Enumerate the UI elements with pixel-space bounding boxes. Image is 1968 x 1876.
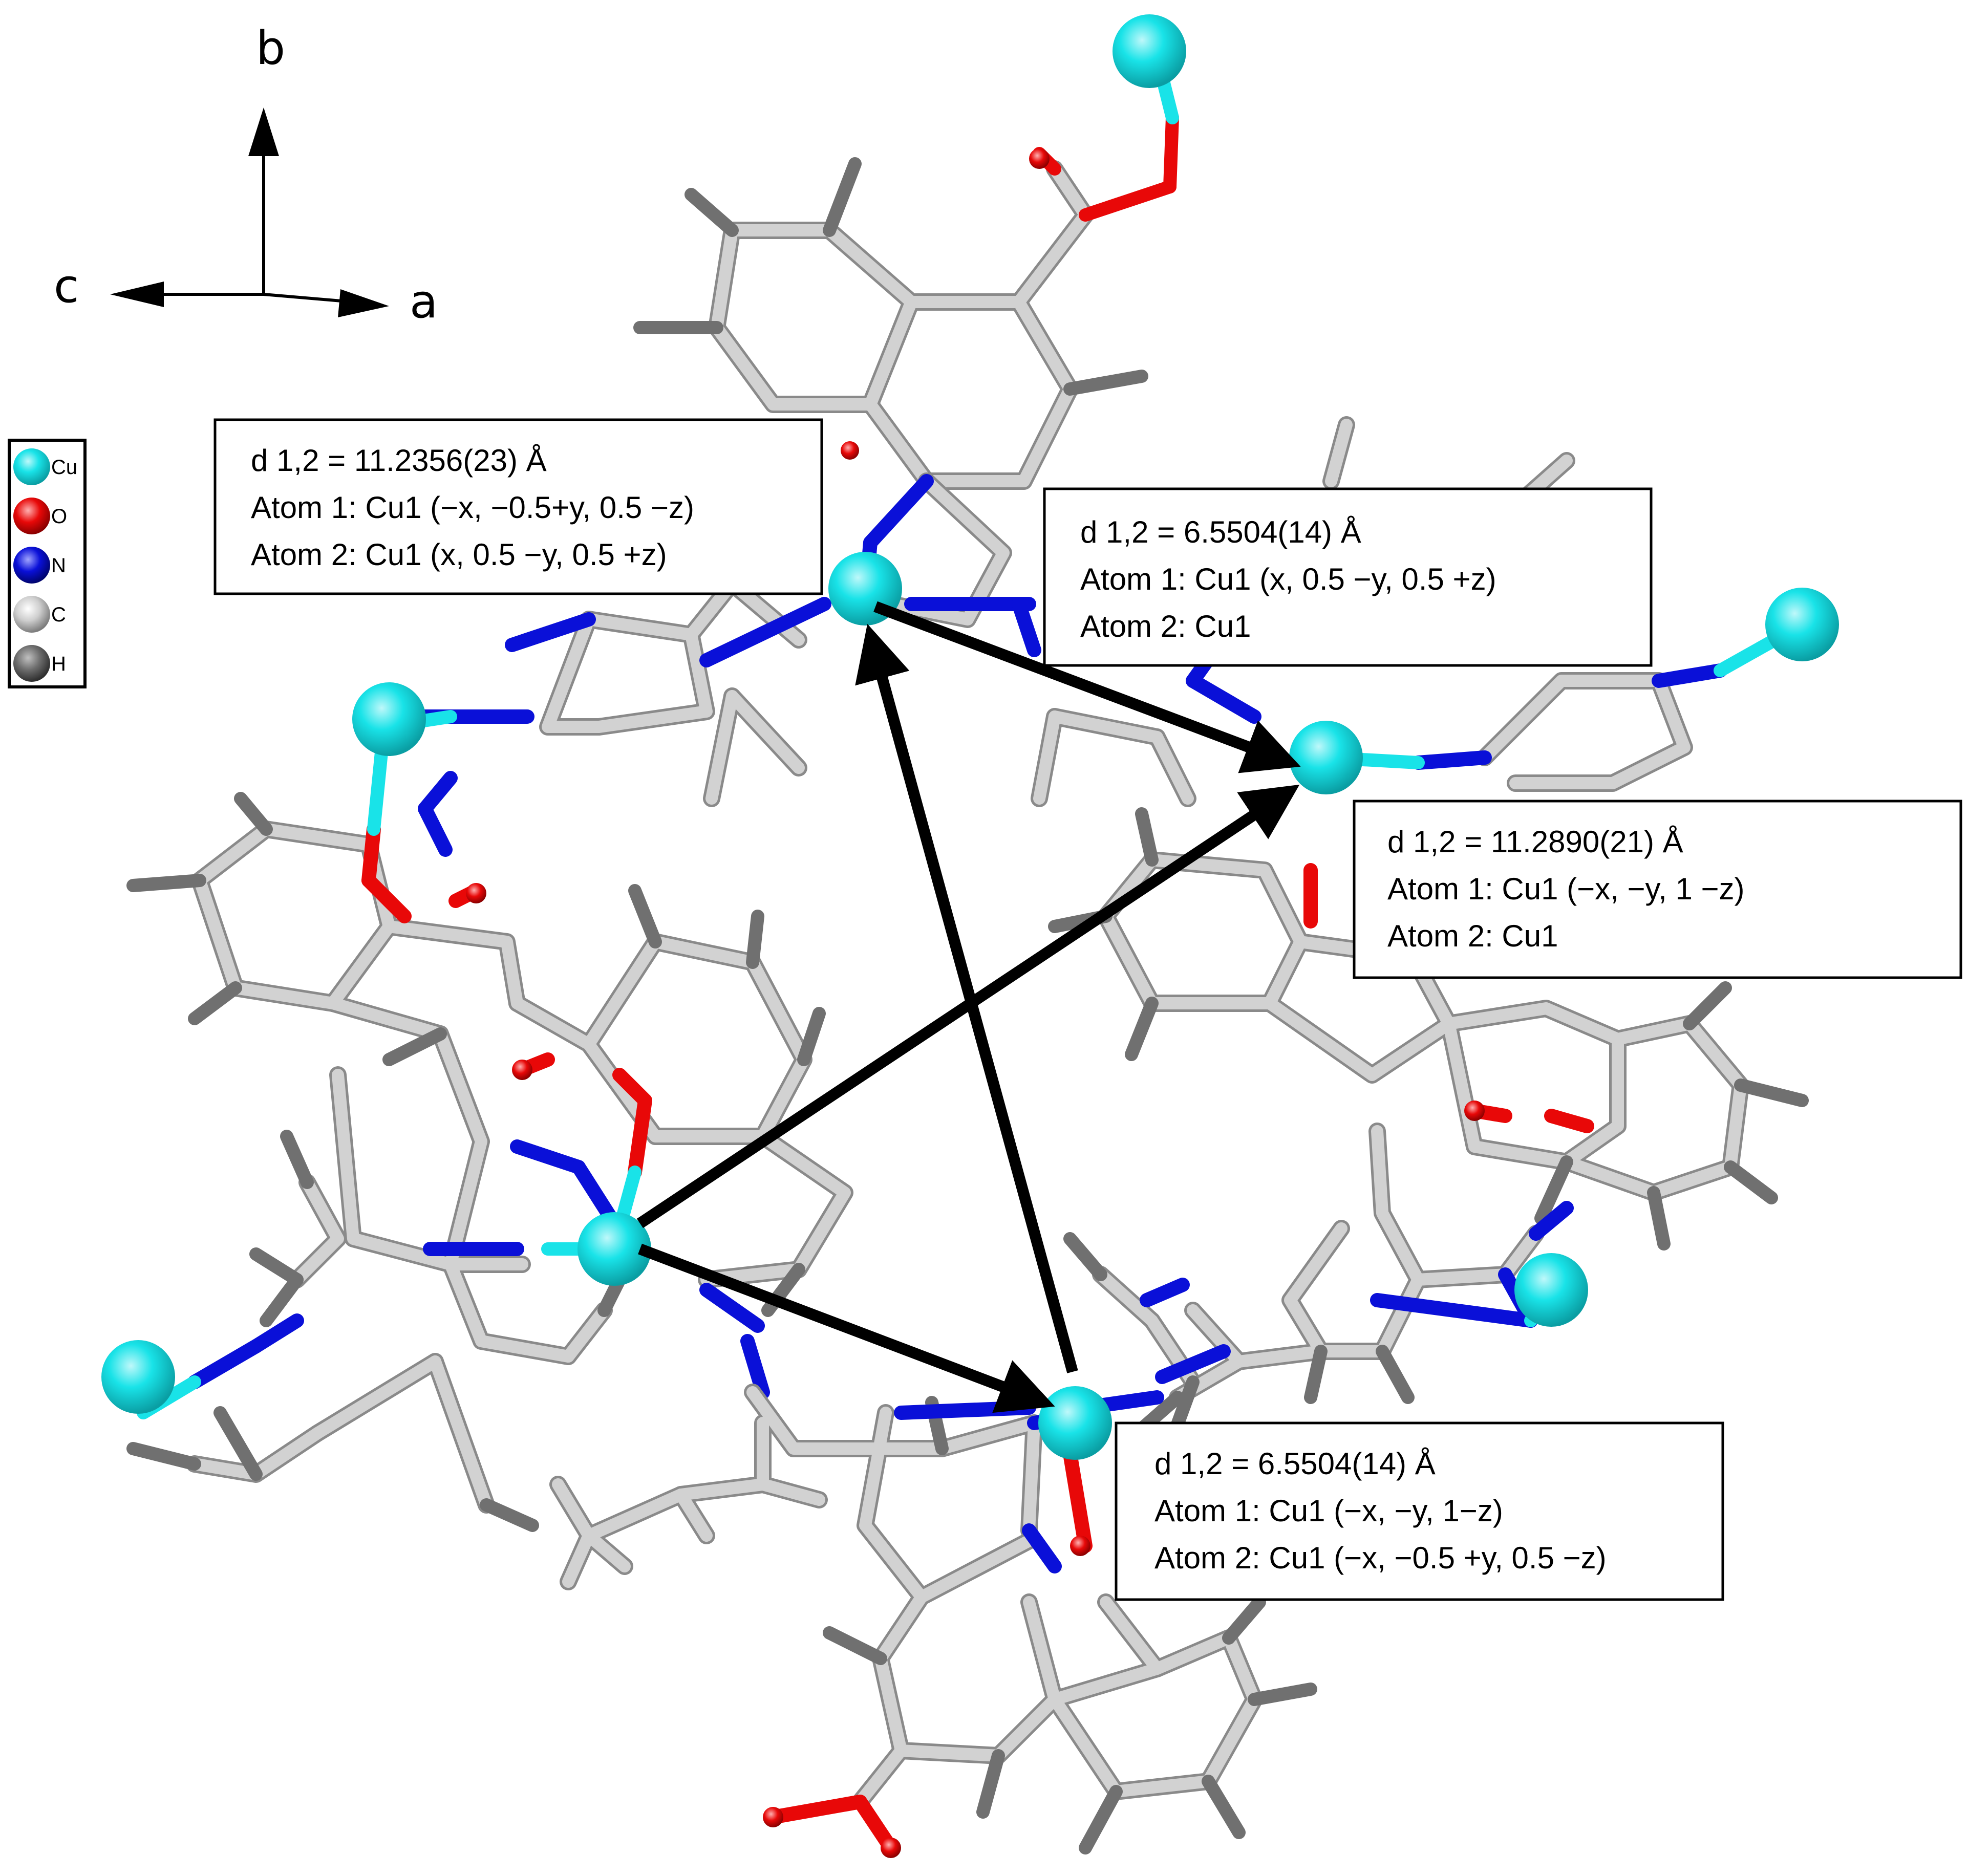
legend-label-h: H <box>51 653 66 675</box>
cu-atom <box>1765 588 1839 661</box>
o-atom <box>881 1838 901 1858</box>
legend-swatch-h <box>13 645 50 682</box>
o-atom <box>1070 1536 1090 1556</box>
b-axis-arrowhead <box>248 107 279 156</box>
legend-label-c: C <box>51 603 66 626</box>
measurement-4-atom2: Atom 2: Cu1 (−x, −0.5 +y, 0.5 −z) <box>1154 1541 1607 1575</box>
legend-swatch-o <box>13 498 50 534</box>
c-axis-arrowhead <box>110 282 164 307</box>
cu-atom <box>1514 1253 1588 1327</box>
axes-indicator: b c a <box>54 21 438 329</box>
measurement-1-atom2: Atom 2: Cu1 (x, 0.5 −y, 0.5 +z) <box>251 537 667 572</box>
distance-arrows <box>636 601 1301 1413</box>
measurement-3-atom2: Atom 2: Cu1 <box>1387 919 1558 953</box>
molecular-framework <box>126 50 1809 1855</box>
axis-label-b: b <box>256 21 285 75</box>
measurement-3-atom1: Atom 1: Cu1 (−x, −y, 1 −z) <box>1387 872 1745 906</box>
legend-swatch-c <box>13 596 50 633</box>
cu-atom <box>101 1340 175 1414</box>
legend-label-n: N <box>51 554 66 577</box>
o-atom <box>1029 148 1050 169</box>
measurement-3-distance: d 1,2 = 11.2890(21) Å <box>1387 825 1683 859</box>
measurement-1-atom1: Atom 1: Cu1 (−x, −0.5+y, 0.5 −z) <box>251 490 694 525</box>
cu-atom <box>1113 14 1186 88</box>
o-atom <box>1464 1101 1485 1121</box>
axis-label-a: a <box>410 275 438 329</box>
cu-atom <box>1038 1386 1112 1460</box>
o-atom <box>466 883 486 903</box>
o-atom <box>512 1060 532 1080</box>
measurement-2-atom1: Atom 1: Cu1 (x, 0.5 −y, 0.5 +z) <box>1080 562 1496 596</box>
arrow-top-to-right <box>873 601 1301 773</box>
left-ring-system <box>126 710 853 1532</box>
arrow-left-to-bottom <box>638 1243 1055 1413</box>
measurement-box-1: d 1,2 = 11.2356(23) Å Atom 1: Cu1 (−x, −… <box>213 418 823 595</box>
upper-linkers <box>402 472 1041 807</box>
o-atom <box>841 441 859 460</box>
right-ring-system <box>1048 807 1809 1445</box>
measurement-4-atom1: Atom 1: Cu1 (−x, −y, 1−z) <box>1154 1494 1503 1528</box>
measurement-box-2: d 1,2 = 6.5504(14) Å Atom 1: Cu1 (x, 0.5… <box>1043 487 1653 667</box>
legend-label-cu: Cu <box>51 456 77 479</box>
legend-items: CuO N C H <box>13 448 77 682</box>
measurement-box-4: d 1,2 = 6.5504(14) Å Atom 1: Cu1 (−x, −y… <box>1115 1421 1724 1601</box>
legend-swatch-cu <box>13 448 50 485</box>
cu-atom <box>577 1212 651 1286</box>
axis-label-c: c <box>54 260 79 313</box>
cu-atom <box>352 682 426 756</box>
legend-swatch-n <box>13 547 50 584</box>
measurement-box-3: d 1,2 = 11.2890(21) Å Atom 1: Cu1 (−x, −… <box>1353 800 1962 979</box>
measurement-2-distance: d 1,2 = 6.5504(14) Å <box>1080 515 1361 549</box>
measurement-1-distance: d 1,2 = 11.2356(23) Å <box>251 443 547 478</box>
top-ring-system <box>633 50 1179 490</box>
o-atom <box>763 1807 783 1827</box>
measurement-4-distance: d 1,2 = 6.5504(14) Å <box>1154 1447 1436 1481</box>
a-axis-arrowhead <box>338 289 389 317</box>
legend-label-o: O <box>51 505 67 528</box>
arrow-bottom-to-top <box>855 623 1078 1373</box>
arrow-left-to-right <box>636 784 1300 1228</box>
atom-legend: CuO N C H <box>8 439 87 688</box>
cu-atom <box>1289 721 1363 794</box>
measurement-2-atom2: Atom 2: Cu1 <box>1080 609 1251 643</box>
